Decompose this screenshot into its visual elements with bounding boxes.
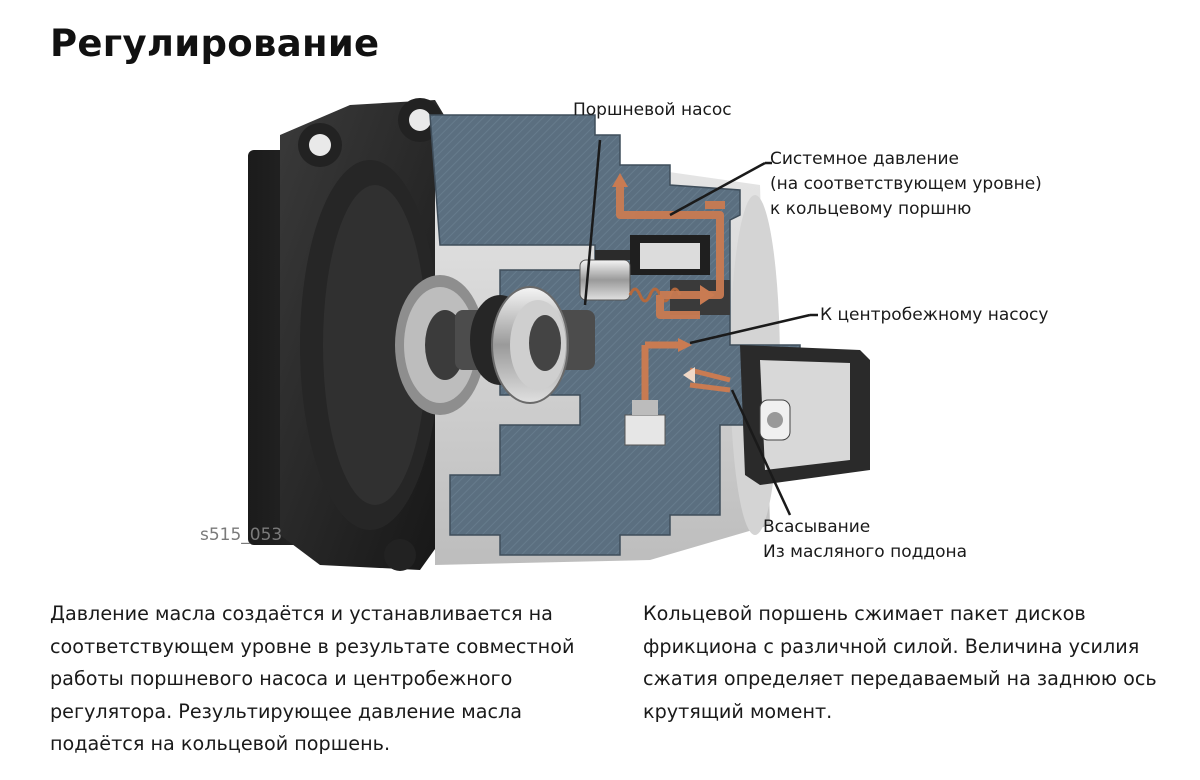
pump-cutaway-drawing: [248, 98, 870, 571]
label-to-centrifugal-pump: К центробежному насосу: [820, 305, 1049, 325]
left-paragraph-line: Давление масла создаётся и устанавливает…: [50, 602, 553, 625]
right-paragraph-line: крутящий момент.: [643, 699, 833, 723]
figure-id: s515_053: [200, 525, 283, 545]
left-paragraph-line: подаётся на кольцевой поршень.: [50, 732, 391, 755]
right-paragraph: Кольцевой поршень сжимает пакет дисков ф…: [643, 598, 1157, 728]
page-title: Регулирование: [50, 22, 380, 65]
centrifugal-channel: [641, 341, 680, 410]
label-system-pressure-line1: Системное давление: [770, 149, 959, 169]
label-suction-line1: Всасывание: [763, 517, 871, 537]
suction-channel: [689, 367, 731, 393]
right-paragraph-line: Кольцевой поршень сжимает пакет дисков: [643, 602, 1086, 625]
left-paragraph-line: регулятора. Результирующее давление масл…: [50, 699, 523, 723]
leader-lines: [583, 139, 811, 516]
label-system-pressure-line3: к кольцевому поршню: [770, 199, 972, 219]
label-suction-line2: Из масляного поддона: [763, 542, 968, 562]
right-paragraph-line: сжатия определяет передаваемый на заднюю…: [643, 667, 1157, 690]
left-paragraph-line: соответствующем уровне в результате совм…: [50, 634, 575, 658]
section-housing: [429, 114, 861, 556]
left-paragraph: Давление масла создаётся и устанавливает…: [50, 598, 574, 761]
cutaway-illustration: Поршневой насос Системное давление (на с…: [200, 95, 1160, 575]
label-system-pressure-line2: (на соответствующем уровне): [770, 174, 1042, 194]
label-suction: Всасывание Из масляного поддона: [763, 515, 967, 565]
label-system-pressure: Системное давление (на соответствующем у…: [770, 147, 1042, 222]
left-paragraph-line: работы поршневого насоса и центробежного: [50, 667, 513, 690]
label-piston-pump: Поршневой насос: [573, 100, 732, 120]
right-paragraph-line: фрикциона с различной силой. Величина ус…: [643, 634, 1140, 658]
leader-lines-small: [765, 161, 818, 317]
